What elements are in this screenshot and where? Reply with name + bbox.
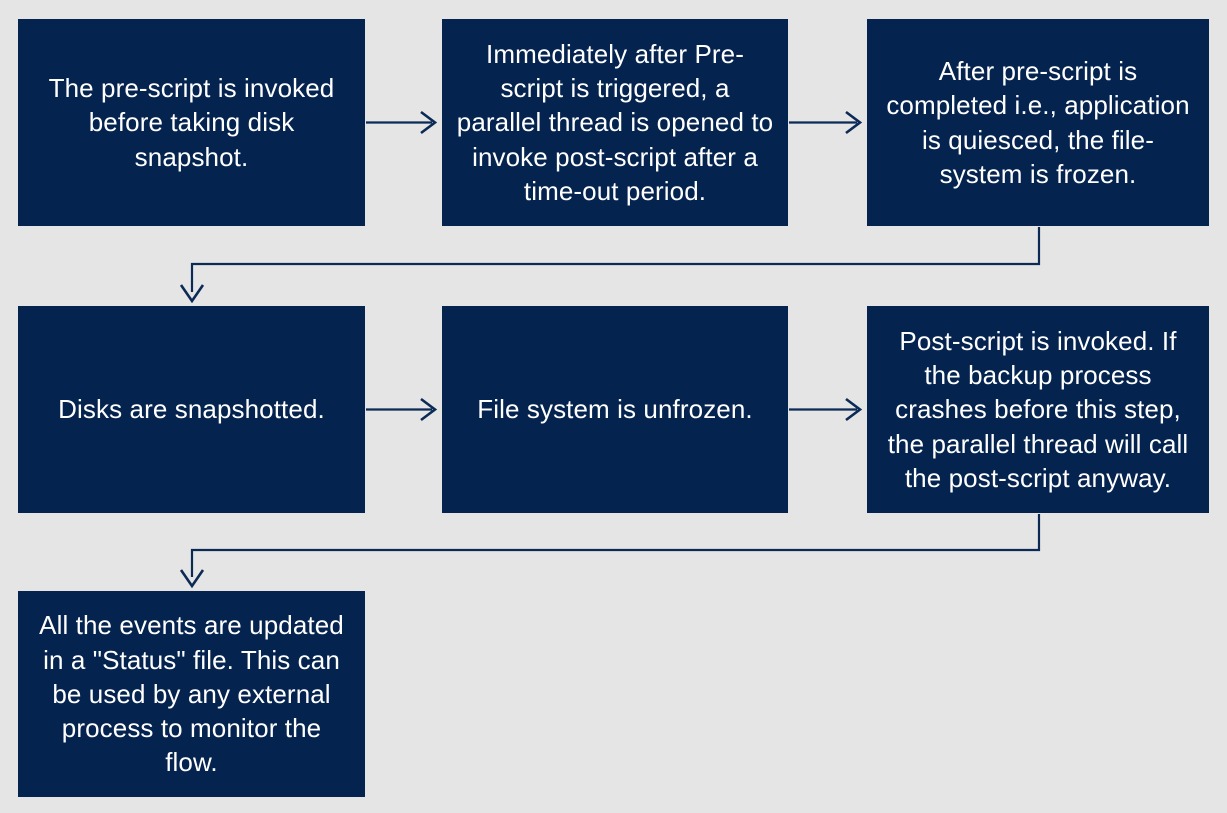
flow-node-file-system-frozen: After pre-script is completed i.e., appl… (867, 19, 1209, 226)
flow-node-file-system-unfrozen: File system is unfrozen. (442, 306, 788, 513)
flow-node-post-script-invoked: Post-script is invoked. If the backup pr… (867, 306, 1209, 513)
flow-node-status-file-updated: All the events are updated in a "Status"… (18, 591, 365, 797)
flow-node-pre-script-invoked: The pre-script is invoked before taking … (18, 19, 365, 226)
flow-node-parallel-thread-opened: Immediately after Pre-script is triggere… (442, 19, 788, 226)
flow-node-disks-snapshotted: Disks are snapshotted. (18, 306, 365, 513)
